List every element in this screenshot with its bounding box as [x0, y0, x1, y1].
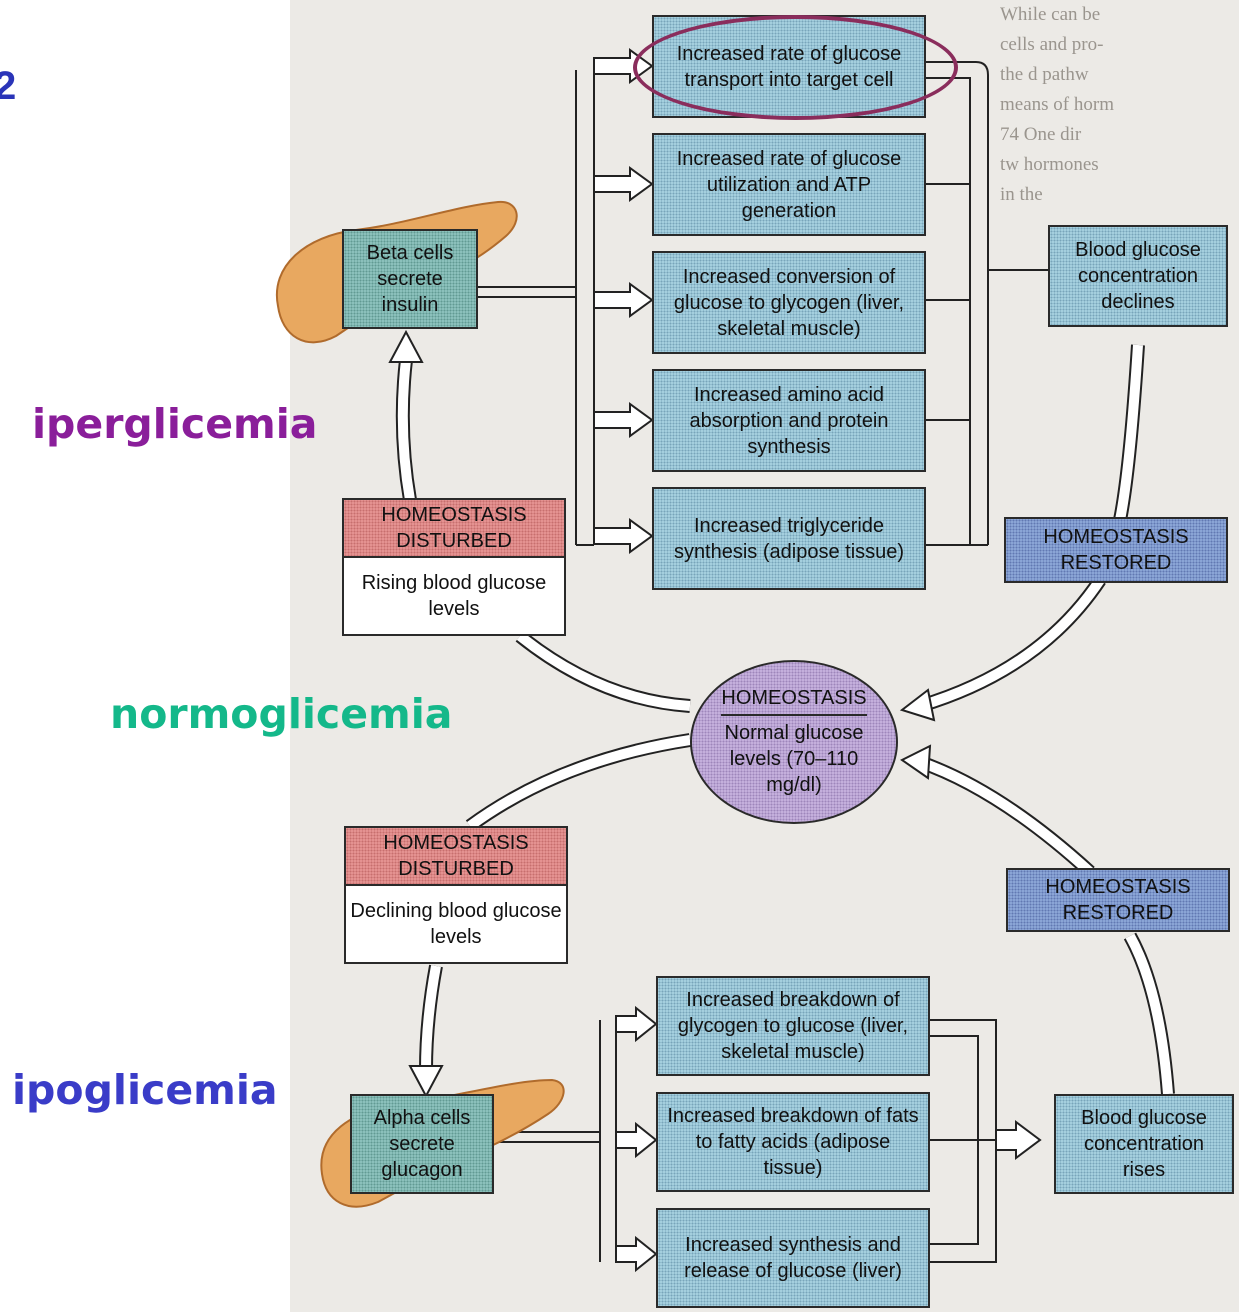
background-text-line: 74 One dir: [1000, 124, 1082, 145]
result-box-rises: Blood glucose concentration rises: [1054, 1094, 1234, 1194]
background-text-line: While can be: [1000, 4, 1101, 25]
label-ipoglicemia: ipoglicemia: [12, 1066, 278, 1114]
effect-label: Increased breakdown of fats to fatty aci…: [667, 1105, 919, 1179]
highlight-oval: [633, 15, 958, 120]
homeostasis-restored-top: HOMEOSTASIS RESTORED: [1004, 517, 1228, 583]
cropped-fragment-text: 2: [0, 64, 17, 108]
effect-box-triglyceride: Increased triglyceride synthesis (adipos…: [652, 487, 926, 590]
effect-box-fat-breakdown: Increased breakdown of fats to fatty aci…: [656, 1092, 930, 1192]
effect-box-amino-acid: Increased amino acid absorption and prot…: [652, 369, 926, 472]
homeostasis-disturbed-rising: HOMEOSTASIS DISTURBED Rising blood gluco…: [342, 498, 566, 636]
effect-box-glycogen-breakdown: Increased breakdown of glycogen to gluco…: [656, 976, 930, 1076]
background-text-line: the d pathw: [1000, 64, 1089, 85]
background-text-column: While can be cells and pro- the d pathw …: [1000, 0, 1239, 240]
disturbed-body: Rising blood glucose levels: [361, 572, 547, 620]
background-text-line: cells and pro-: [1000, 34, 1104, 55]
effect-label: Increased triglyceride synthesis (adipos…: [673, 514, 905, 563]
background-text-line: in the: [1000, 184, 1043, 205]
homeostasis-body: Normal glucose levels (70–110 mg/dl): [724, 722, 864, 796]
effect-box-glucose-utilization: Increased rate of glucose utilization an…: [652, 133, 926, 236]
arrow-icon: [593, 48, 654, 554]
beta-cells-box: Beta cells secrete insulin: [342, 229, 478, 329]
restored-label: HOMEOSTASIS RESTORED: [1045, 876, 1191, 924]
effect-label: Increased breakdown of glycogen to gluco…: [677, 989, 909, 1063]
result-box-declines: Blood glucose concentration declines: [1048, 225, 1228, 327]
effect-box-glucose-synthesis: Increased synthesis and release of gluco…: [656, 1208, 930, 1308]
label-normoglicemia: normoglicemia: [110, 690, 453, 738]
homeostasis-restored-bottom: HOMEOSTASIS RESTORED: [1006, 868, 1230, 932]
beta-cells-label: Beta cells secrete insulin: [366, 242, 454, 316]
background-text-line: means of horm: [1000, 94, 1114, 115]
disturbed-header: HOMEOSTASIS DISTURBED: [346, 828, 566, 886]
result-label: Blood glucose concentration declines: [1075, 239, 1201, 313]
effect-label: Increased synthesis and release of gluco…: [684, 1234, 902, 1282]
homeostasis-title: HOMEOSTASIS: [721, 686, 867, 716]
result-label: Blood glucose concentration rises: [1081, 1107, 1207, 1181]
disturbed-body: Declining blood glucose levels: [350, 900, 562, 948]
homeostasis-circle: HOMEOSTASIS Normal glucose levels (70–11…: [690, 660, 898, 824]
alpha-cells-label: Alpha cells secrete glucagon: [373, 1107, 471, 1181]
homeostasis-disturbed-declining: HOMEOSTASIS DISTURBED Declining blood gl…: [344, 826, 568, 964]
effect-box-glycogen-conversion: Increased conversion of glucose to glyco…: [652, 251, 926, 354]
effect-label: Increased amino acid absorption and prot…: [689, 383, 889, 458]
alpha-cells-box: Alpha cells secrete glucagon: [350, 1094, 494, 1194]
effect-label: Increased conversion of glucose to glyco…: [673, 265, 905, 340]
label-iperglicemia: iperglicemia: [32, 400, 318, 448]
background-text-line: tw hormones: [1000, 154, 1099, 175]
disturbed-header: HOMEOSTASIS DISTURBED: [344, 500, 564, 558]
restored-label: HOMEOSTASIS RESTORED: [1043, 526, 1189, 574]
effect-label: Increased rate of glucose utilization an…: [676, 147, 902, 222]
